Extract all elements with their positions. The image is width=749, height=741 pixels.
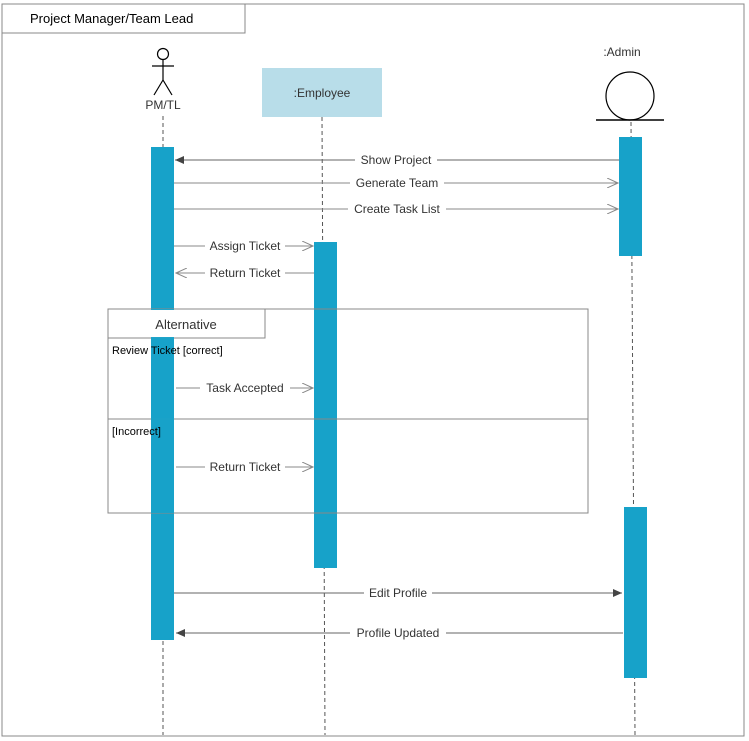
alt-guard-correct: Review Ticket [correct] <box>112 345 223 357</box>
employee-box <box>262 68 382 117</box>
alt-title: Alternative <box>155 317 216 332</box>
employee-activation <box>314 242 337 568</box>
generate-team-label: Generate Team <box>356 176 439 190</box>
employee-label: :Employee <box>294 86 351 100</box>
label-bg <box>205 459 285 475</box>
label-bg <box>205 265 285 281</box>
entity-icon <box>596 71 664 121</box>
create-task-list-label: Create Task List <box>354 202 440 216</box>
assign-ticket-label: Assign Ticket <box>210 239 281 253</box>
label-bg <box>205 238 285 254</box>
frame-title-box <box>1 3 246 34</box>
pm-activation-overlap <box>151 309 174 513</box>
actor-icon <box>152 47 174 96</box>
admin-activation-2 <box>624 507 647 678</box>
label-bg <box>348 201 446 217</box>
frame-title: Project Manager/Team Lead <box>30 11 193 26</box>
outer-frame <box>1 3 745 737</box>
return-ticket-2-label: Return Ticket <box>210 460 281 474</box>
alt-title-bg <box>109 310 264 337</box>
show-project-label: Show Project <box>361 153 432 167</box>
label-bg <box>350 175 444 191</box>
profile-updated-label: Profile Updated <box>357 626 440 640</box>
task-accepted-label: Task Accepted <box>206 381 283 395</box>
edit-profile-label: Edit Profile <box>369 586 427 600</box>
label-bg <box>350 625 446 641</box>
return-ticket-label: Return Ticket <box>210 266 281 280</box>
admin-label: :Admin <box>603 45 640 59</box>
label-bg <box>355 152 437 168</box>
pm-label: PM/TL <box>145 98 181 112</box>
alt-fragment <box>107 308 589 514</box>
admin-activation-1 <box>619 137 642 256</box>
label-bg <box>364 585 432 601</box>
alt-guard-incorrect: [Incorrect] <box>112 426 161 438</box>
label-bg <box>200 380 290 396</box>
